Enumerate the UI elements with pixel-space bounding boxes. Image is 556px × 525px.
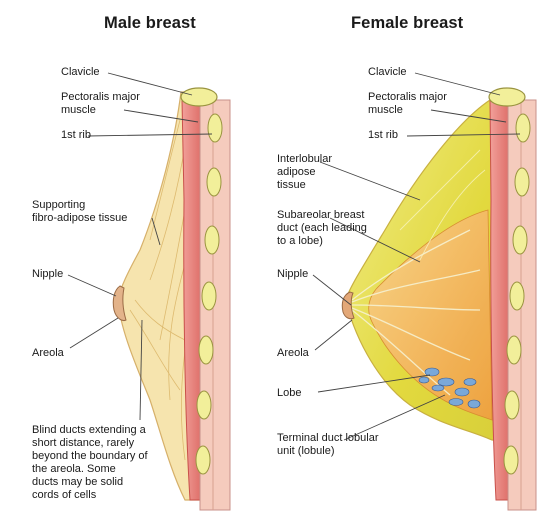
male-pectoralis-label-line2: muscle [61,104,96,116]
female-diagram [341,87,537,511]
male-rib-label: 1st rib [61,129,91,141]
female-interlobular-label-line2: adipose [277,166,316,178]
female-areola-label: Areola [277,347,309,359]
male-blind-ducts-line6: cords of cells [32,489,97,501]
female-clavicle [488,87,526,107]
male-supporting-label-line2: fibro-adipose tissue [32,212,128,224]
female-clavicle-label: Clavicle [368,66,407,78]
male-clavicle-label: Clavicle [61,66,100,78]
female-nipple-label: Nipple [277,268,309,280]
female-lobules [418,367,481,409]
male-nipple-label: Nipple [32,268,64,280]
female-nipple [341,291,355,320]
female-ribs [503,113,531,475]
male-blind-ducts-line5: ducts may be solid [32,476,124,488]
female-terminal-label-line2: unit (lobule) [277,445,335,457]
female-terminal-label-line1: Terminal duct lobular [277,432,379,444]
female-interlobular-label-line1: Interlobular [277,153,333,165]
male-nipple [112,285,127,321]
female-pectoralis-label-line2: muscle [368,104,403,116]
female-glandular-tissue [368,209,493,421]
female-suspensory-strands [399,149,486,261]
male-blind-ducts-line1: Blind ducts extending a [32,424,146,436]
male-areola-label: Areola [32,347,64,359]
male-pectoralis-label-line1: Pectoralis major [61,91,140,103]
female-rib-label: 1st rib [368,129,398,141]
male-blind-ducts-line3: beyond the boundary of [32,450,148,462]
female-subareolar-label-line2: duct (each leading [277,222,367,234]
male-diagram [112,87,231,511]
female-interlobular-label-line3: tissue [277,179,306,191]
female-breast-title: Female breast [351,14,464,32]
male-supporting-label-line1: Supporting [32,199,86,211]
male-clavicle [180,87,218,107]
male-blind-ducts-line4: the areola. Some [32,463,116,475]
male-blind-ducts-line2: short distance, rarely [32,437,135,449]
male-breast-title: Male breast [104,14,196,32]
female-subareolar-label-line3: to a lobe) [277,235,323,247]
female-subareolar-label-line1: Subareolar breast [277,209,365,221]
leader-lines [67,72,521,441]
female-pectoralis-label-line1: Pectoralis major [368,91,447,103]
female-lobe-label: Lobe [277,387,302,399]
male-ribs [195,113,223,475]
